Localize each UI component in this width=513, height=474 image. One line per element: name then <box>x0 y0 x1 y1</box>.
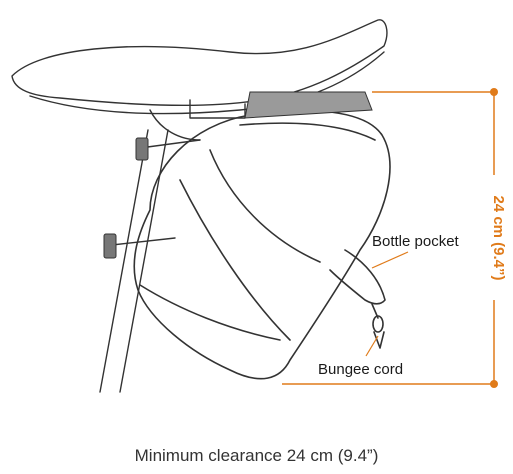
buckle-upper <box>135 137 149 161</box>
bottle-pocket-leader <box>371 251 409 269</box>
bungee-cord-leader <box>365 335 379 357</box>
bungee-cord-label: Bungee cord <box>318 361 403 378</box>
seatpost-strap-lower <box>111 237 176 246</box>
dim-top-dot <box>490 88 498 96</box>
saddle-bag <box>133 109 391 380</box>
bottle-pocket-label: Bottle pocket <box>372 233 460 250</box>
dimension-marker: 24 cm (9.4”) <box>282 88 507 388</box>
straps <box>103 91 373 259</box>
dimension-label: 24 cm (9.4”) <box>490 195 507 280</box>
seatpost-strap-upper <box>139 139 201 149</box>
caption: Minimum clearance 24 cm (9.4”) <box>134 446 379 465</box>
callouts: Bottle pocket Bungee cord <box>318 233 460 378</box>
dim-bottom-dot <box>490 380 498 388</box>
bike-seat <box>11 19 388 393</box>
top-strap <box>244 91 373 119</box>
buckle-lower <box>103 233 117 259</box>
